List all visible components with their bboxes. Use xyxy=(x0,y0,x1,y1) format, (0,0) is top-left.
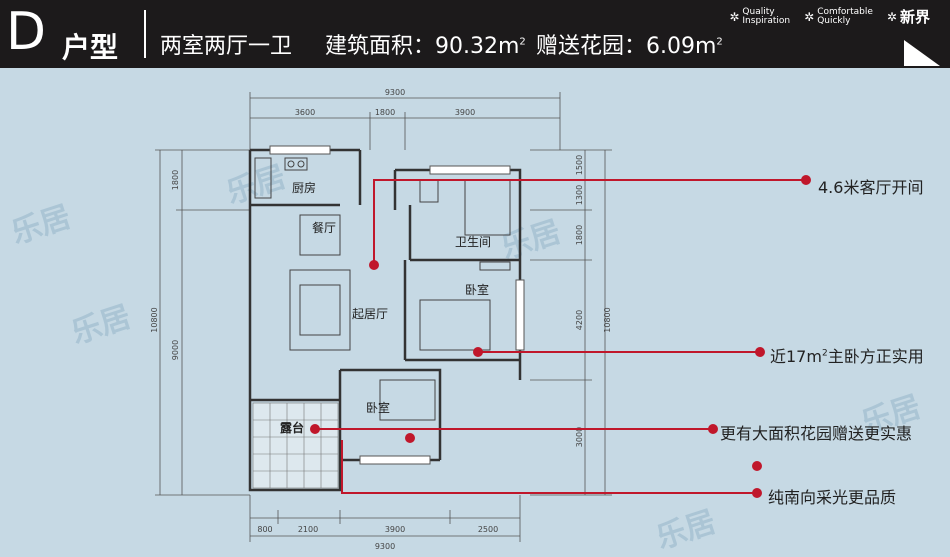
header-divider xyxy=(144,10,146,58)
corner-triangle xyxy=(904,40,940,66)
callout-living-width: 4.6米客厅开间 xyxy=(818,178,924,197)
unit-letter: D xyxy=(6,2,47,62)
callout-garden: 更有大面积花园赠送更实惠 xyxy=(720,424,913,443)
dim-right-seg: 4200 xyxy=(575,310,584,330)
dim-bottom-seg: 3900 xyxy=(385,525,405,534)
dim-left-seg: 1800 xyxy=(171,170,180,190)
callout-south-facing: 纯南向采光更品质 xyxy=(768,488,897,507)
dim-left-total: 10800 xyxy=(150,307,159,332)
floor-plan: 9300 3600 1800 3900 800 2100 3900 2500 9… xyxy=(150,88,811,551)
dim-left-seg: 9000 xyxy=(171,340,180,360)
room-dining: 餐厅 xyxy=(312,220,336,235)
dim-bottom-seg: 800 xyxy=(257,525,272,534)
room-living: 起居厅 xyxy=(352,307,388,321)
sparkle-icon: ✲ xyxy=(729,9,740,24)
dim-top-seg: 1800 xyxy=(375,108,395,117)
dim-right-seg: 1500 xyxy=(575,155,584,175)
dim-bottom-seg: 2500 xyxy=(478,525,498,534)
badge-brand: ✲ 新界 xyxy=(886,7,930,26)
room-second-bedroom: 卧室 xyxy=(366,400,390,415)
building-area: 建筑面积：90.32m2 xyxy=(325,34,526,59)
dim-top-seg: 3600 xyxy=(295,108,315,117)
dim-right-total: 10800 xyxy=(603,307,612,332)
room-terrace: 露台 xyxy=(280,420,304,435)
dim-top-seg: 3900 xyxy=(455,108,475,117)
dim-top-total: 9300 xyxy=(385,88,405,97)
sparkle-icon: ✲ xyxy=(804,9,815,24)
room-master-bedroom: 卧室 xyxy=(465,282,489,297)
dim-right-seg: 3000 xyxy=(575,427,584,447)
room-bathroom: 卫生间 xyxy=(455,235,491,249)
sparkle-icon: ✲ xyxy=(886,9,897,24)
unit-type-label: 户型 xyxy=(62,31,119,64)
dim-bottom-seg: 2100 xyxy=(298,525,318,534)
room-kitchen: 厨房 xyxy=(292,180,316,195)
callout-master-bedroom: 近17m2主卧方正实用 xyxy=(770,347,924,366)
layout-label: 两室两厅一卫 xyxy=(160,34,293,59)
dim-right-seg: 1300 xyxy=(575,185,584,205)
dim-right-seg: 1800 xyxy=(575,225,584,245)
garden-area: 赠送花园：6.09m2 xyxy=(536,34,723,59)
dim-bottom-total: 9300 xyxy=(375,542,395,551)
header-bar: D 户型 两室两厅一卫 建筑面积：90.32m2 赠送花园：6.09m2 ✲ Q… xyxy=(0,0,950,68)
